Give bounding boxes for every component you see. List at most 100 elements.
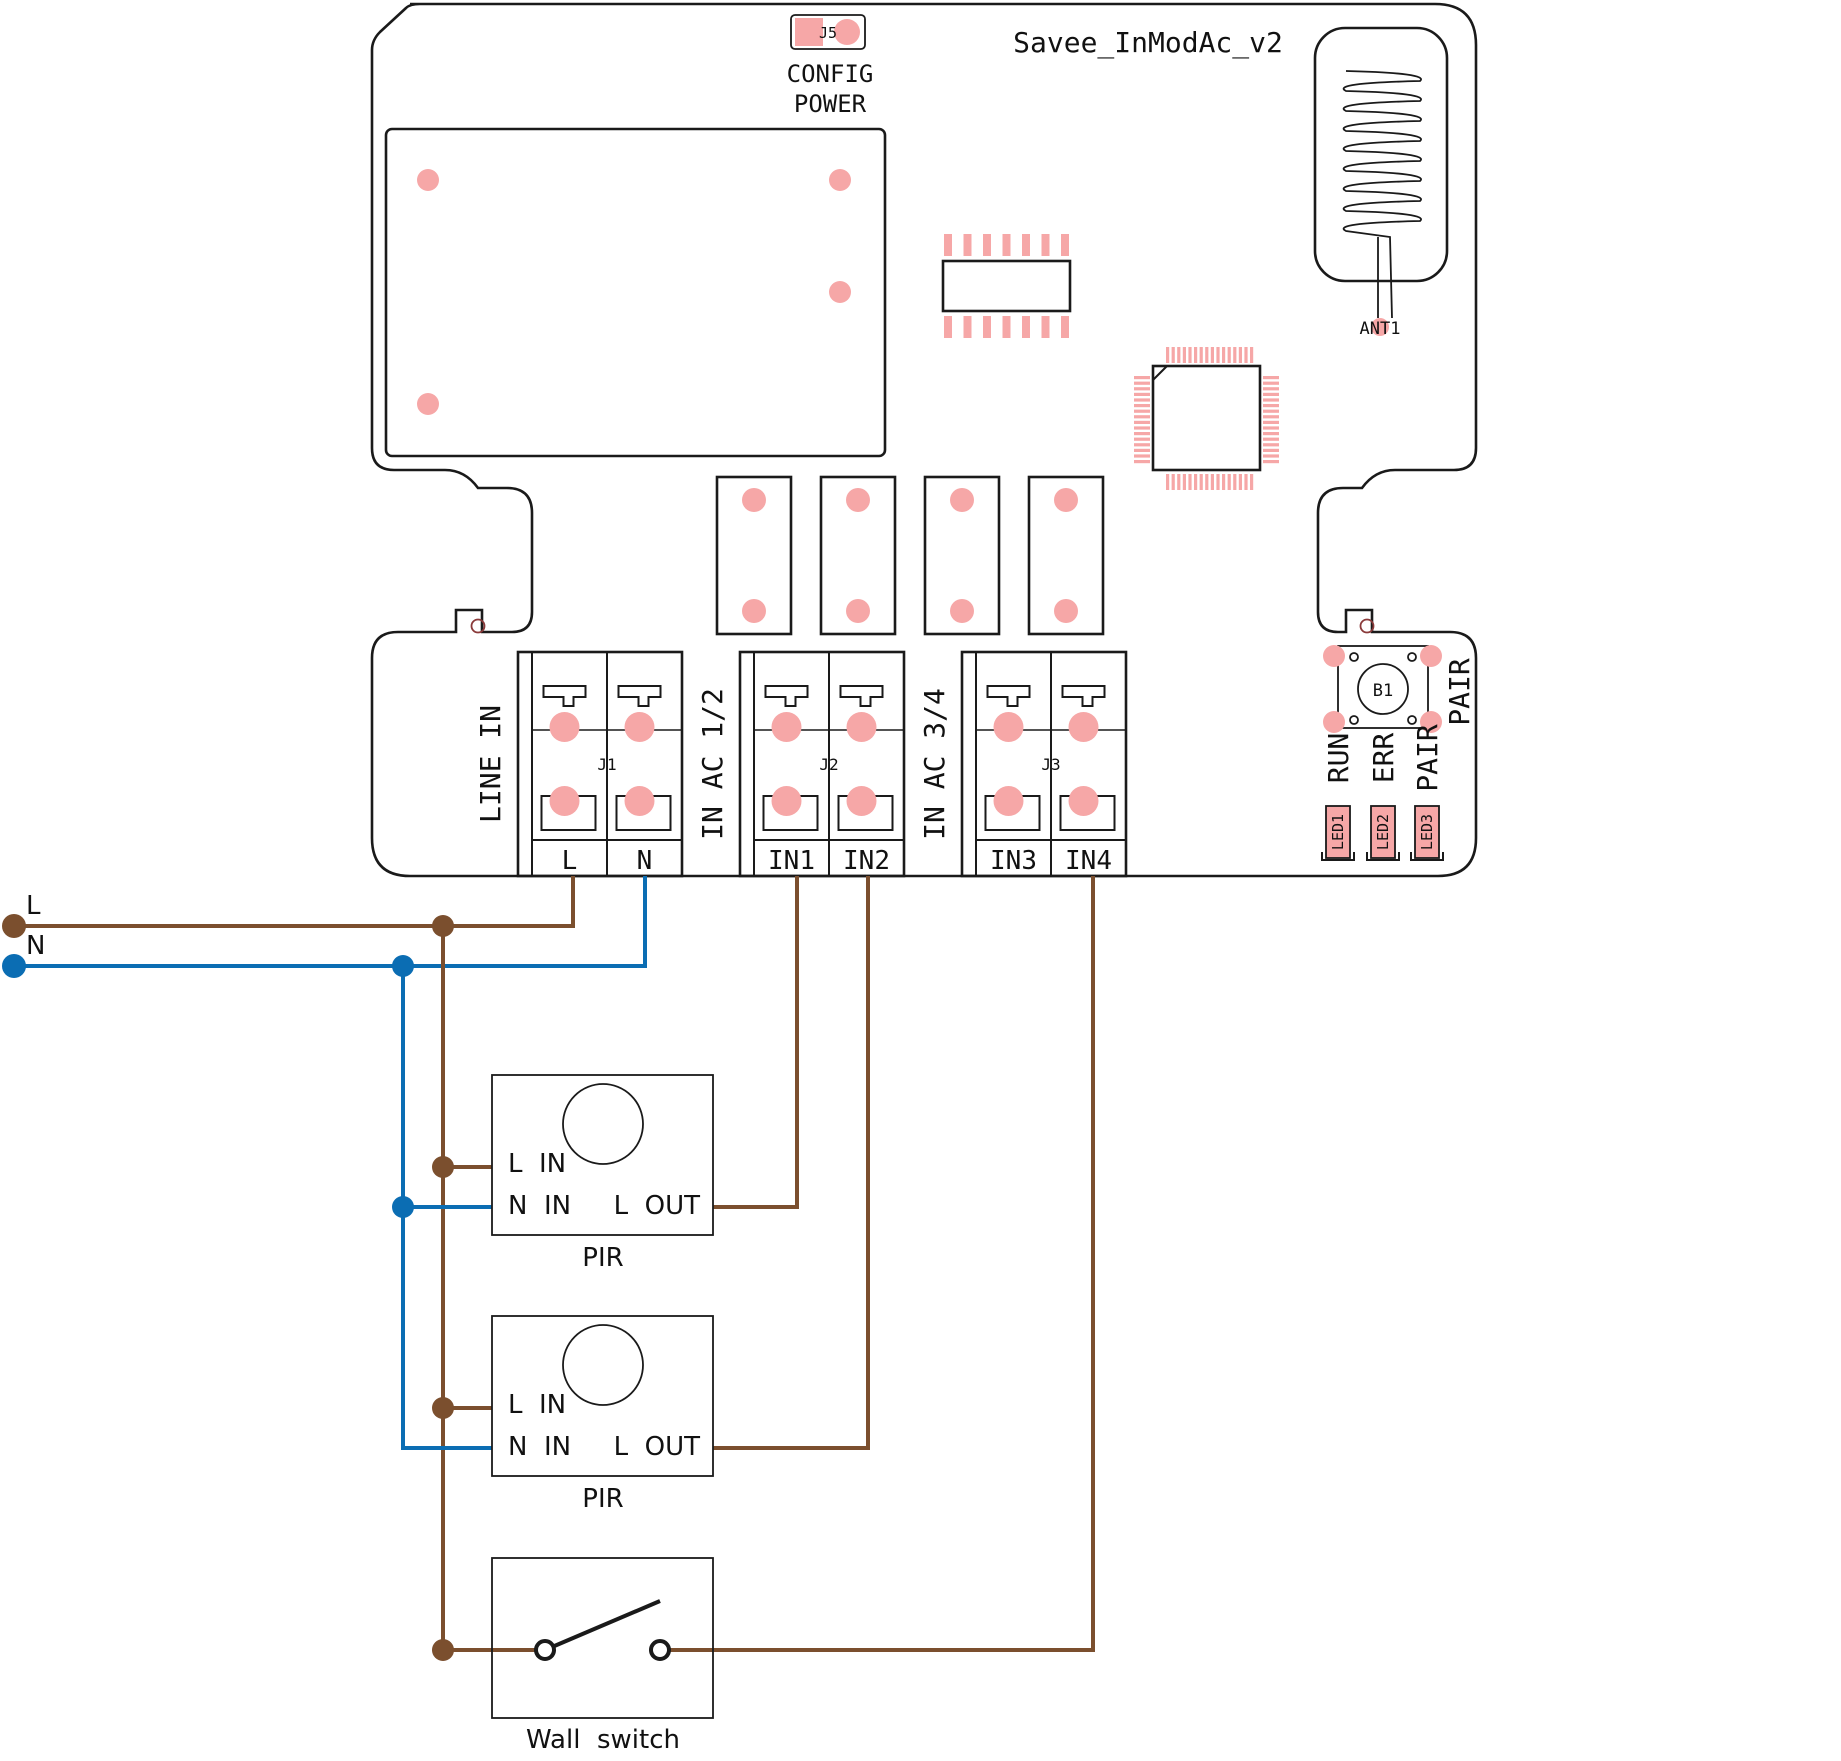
pir-lens-icon [562, 1324, 644, 1406]
mcu-pin [1134, 460, 1150, 464]
passive-component [819, 475, 897, 636]
mcu-pin [1194, 474, 1198, 490]
mcu-pin [1263, 454, 1279, 458]
terminal-pad [846, 786, 877, 816]
mcu-pin [1134, 426, 1150, 430]
mains-neutral-label: N [26, 931, 45, 961]
mcu-pin [1199, 474, 1203, 490]
j5-label: J5 [819, 24, 837, 42]
mcu-chip [1134, 347, 1279, 490]
passive-pad [1054, 599, 1078, 623]
terminal-pad [624, 786, 655, 816]
mcu-pin [1263, 376, 1279, 380]
junction-dot [432, 1397, 454, 1419]
soic-pin [1041, 234, 1050, 256]
mcu-pin [1182, 474, 1186, 490]
mcu-pin [1227, 347, 1231, 363]
switch-out-to-in4 [660, 876, 1095, 1652]
antenna-coil [1342, 70, 1422, 319]
module-pad [417, 393, 439, 415]
terminal-group-label: IN AC 3/4 [918, 688, 951, 840]
pir2-out-to-in2 [713, 876, 870, 1450]
led-ref-label: LED3 [1418, 814, 1436, 850]
switch-name: Wall switch [526, 1725, 680, 1755]
passive-component [923, 475, 1001, 636]
pir-name: PIR [582, 1243, 623, 1273]
terminal-pad [846, 712, 877, 742]
mcu-pin [1134, 432, 1150, 436]
mcu-pin [1188, 347, 1192, 363]
junction-dot [2, 914, 26, 938]
pir-n-in-label: N IN [508, 1432, 571, 1462]
led-function-label: PAIR [1411, 724, 1444, 792]
mcu-pin [1233, 474, 1237, 490]
terminal-ref-label: J1 [597, 755, 616, 774]
board-outline [370, 2, 1478, 878]
soic-body [941, 259, 1072, 313]
live-distribution-wire [441, 926, 545, 1652]
mcu-pin [1263, 387, 1279, 391]
module-footprint [384, 127, 887, 458]
mcu-pin [1263, 392, 1279, 396]
mcu-pin [1263, 448, 1279, 452]
junction-dot [392, 1196, 414, 1218]
pair-button[interactable]: B1 [1323, 645, 1442, 733]
pir-sensor-1: L IN N IN L OUT PIR [491, 1074, 714, 1273]
soic-pin [1061, 234, 1069, 256]
module-pad [829, 169, 851, 191]
terminal-pad [771, 712, 802, 742]
soic-pin [1002, 234, 1011, 256]
terminal-pin-label: IN1 [768, 846, 815, 876]
antenna: ANT1 [1313, 26, 1449, 339]
terminal-ref-label: J3 [1041, 755, 1060, 774]
mcu-pin [1166, 347, 1170, 363]
soic-pin [1041, 316, 1050, 338]
terminal-pad [993, 712, 1024, 742]
mcu-pin [1210, 474, 1214, 490]
terminal-pad [1068, 712, 1099, 742]
terminal-ref-label: J2 [819, 755, 838, 774]
mcu-pin [1263, 420, 1279, 424]
mcu-pin [1263, 381, 1279, 385]
passive-pad [950, 599, 974, 623]
pir-n-in-label: N IN [508, 1191, 571, 1221]
terminal-pad [993, 786, 1024, 816]
mcu-pin [1263, 426, 1279, 430]
terminal-pad [624, 712, 655, 742]
mcu-pin [1233, 347, 1237, 363]
terminal-pad [549, 786, 580, 816]
junction-dot [392, 955, 414, 977]
mcu-pin [1244, 347, 1248, 363]
junction-dot [432, 915, 454, 937]
passive-pad [742, 599, 766, 623]
soic-pin [1022, 234, 1030, 256]
soic-pin [963, 316, 972, 338]
terminal-pin-label: N [637, 846, 653, 876]
mcu-pin [1171, 347, 1175, 363]
mcu-pin [1205, 347, 1209, 363]
soic-pin [1061, 316, 1069, 338]
terminal-pin-label: L [562, 846, 578, 876]
mcu-pin [1134, 376, 1150, 380]
mcu-pin [1188, 474, 1192, 490]
mcu-pin [1134, 392, 1150, 396]
terminal-pad [1068, 786, 1099, 816]
led-function-label: ERR [1367, 733, 1400, 784]
pir-name: PIR [582, 1484, 623, 1514]
mcu-pin [1177, 347, 1181, 363]
mains-live-label: L [26, 891, 41, 921]
mcu-pin [1263, 415, 1279, 419]
led-function-label: RUN [1322, 733, 1355, 784]
pir1-out-to-in1 [713, 876, 799, 1209]
terminal-screw-icon [839, 685, 884, 707]
soic-pin [983, 234, 991, 256]
led-led3: LED3 PAIR [1410, 724, 1444, 861]
mcu-pin [1216, 474, 1220, 490]
mcu-pin [1263, 398, 1279, 402]
mcu-pin [1263, 404, 1279, 408]
mcu-pin [1263, 443, 1279, 447]
